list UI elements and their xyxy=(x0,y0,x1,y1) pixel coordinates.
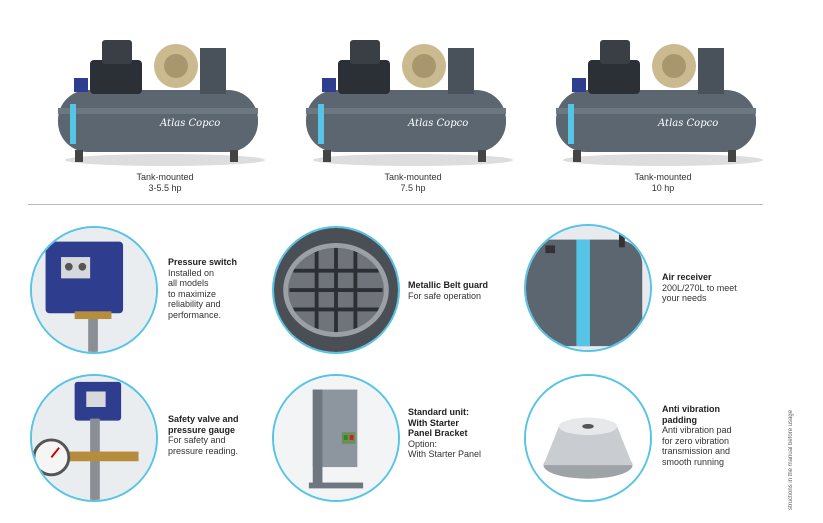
feature-anti-vibration: Anti vibration padding Anti vibration pa… xyxy=(662,404,772,467)
safety-valve-image xyxy=(30,374,158,502)
compressor-illustration: Atlas Copco xyxy=(58,40,265,166)
feature-desc: Option: With Starter Panel xyxy=(408,438,482,460)
feature-title: Safety valve and pressure gauge xyxy=(168,414,239,435)
starter-panel-image xyxy=(272,374,400,502)
caption-line1: Tank-mounted xyxy=(384,172,442,182)
caption-line1: Tank-mounted xyxy=(136,172,194,182)
feature-title: Air receiver xyxy=(662,272,712,282)
anti-vibration-pad-image xyxy=(524,374,652,502)
feature-starter-panel: Standard unit: With Starter Panel Bracke… xyxy=(408,407,518,460)
product-caption: Tank-mounted 10 hp xyxy=(563,172,763,194)
air-receiver-image xyxy=(524,224,652,352)
brand-logo: Atlas Copco xyxy=(657,118,718,129)
feature-desc: Anti vibration pad for zero vibration tr… xyxy=(662,425,732,467)
feature-desc: For safety and pressure reading. xyxy=(168,435,239,456)
product-caption: Tank-mounted 7.5 hp xyxy=(313,172,513,194)
feature-title: Metallic Belt guard xyxy=(408,280,489,290)
feature-desc: 200L/270L to meet your needs xyxy=(662,282,737,304)
feature-belt-guard: Metallic Belt guard For safe operation xyxy=(408,280,518,301)
feature-safety-valve: Safety valve and pressure gauge For safe… xyxy=(168,414,278,456)
caption-line2: 10 hp xyxy=(651,183,675,193)
feature-air-receiver: Air receiver 200L/270L to meet your need… xyxy=(662,272,772,304)
caption-line2: 3-5.5 hp xyxy=(148,183,182,193)
feature-title: Pressure switch xyxy=(168,257,238,267)
pressure-switch-image xyxy=(30,226,158,354)
caption-line1: Tank-mounted xyxy=(634,172,692,182)
belt-guard-image xyxy=(272,226,400,354)
section-divider xyxy=(28,204,763,205)
brand-logo: Atlas Copco xyxy=(407,118,468,129)
feature-title: Standard unit: With Starter Panel Bracke… xyxy=(408,407,469,438)
compressor-illustration: Atlas Copco xyxy=(556,40,763,166)
compressor-illustration: Atlas Copco xyxy=(306,40,513,166)
brand-logo: Atlas Copco xyxy=(159,118,220,129)
product-caption: Tank-mounted 3-5.5 hp xyxy=(65,172,265,194)
caption-line2: 7.5 hp xyxy=(400,183,426,193)
compressor-product-3: Atlas Copco Tank-mounted 10 hp xyxy=(548,20,778,205)
feature-desc: Installed on all models to maximize reli… xyxy=(168,267,222,320)
compressor-product-2: Atlas Copco Tank-mounted 7.5 hp xyxy=(298,20,528,205)
compressor-product-1: Atlas Copco Tank-mounted 3-5.5 hp xyxy=(50,20,280,205)
feature-pressure-switch: Pressure switch Installed on all models … xyxy=(168,257,278,320)
feature-title: Anti vibration padding xyxy=(662,404,720,425)
feature-desc: For safe operation xyxy=(408,290,482,301)
side-note: structions in the manual before usage xyxy=(788,409,794,510)
